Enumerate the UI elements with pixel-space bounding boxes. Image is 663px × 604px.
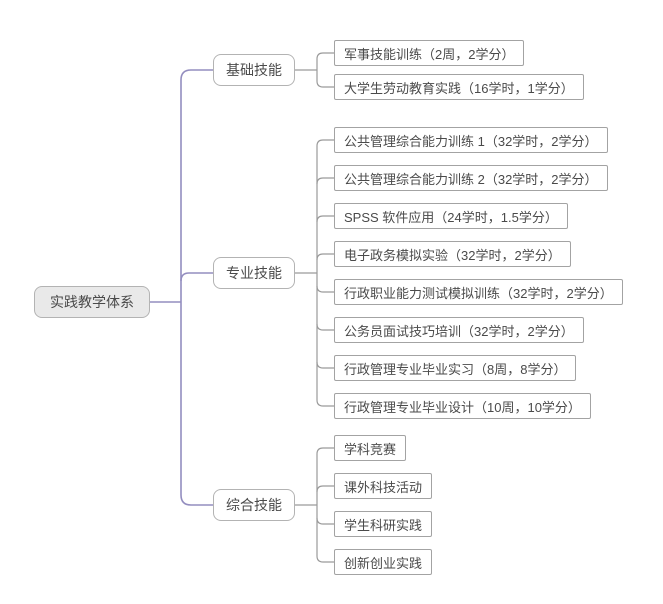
branch2-fan-line [316, 139, 340, 407]
leaf-node[interactable]: 课外科技活动 [334, 473, 433, 499]
trunk-line [180, 69, 222, 506]
branch2-leaf-stub-line [316, 177, 340, 185]
leaf-node[interactable]: 学生科研实践 [334, 511, 433, 537]
branch-node-professional-skills[interactable]: 专业技能 [213, 257, 295, 289]
branch3-leaf-stub-line [316, 485, 340, 493]
leaf-node[interactable]: 公共管理综合能力训练 1（32学时，2学分） [334, 127, 608, 153]
leaf-node[interactable]: 公务员面试技巧培训（32学时，2学分） [334, 317, 584, 343]
leaf-node[interactable]: 行政管理专业毕业实习（8周，8学分） [334, 355, 577, 381]
leaf-node[interactable]: 学科竞赛 [334, 435, 407, 461]
leaf-node[interactable]: SPSS 软件应用（24学时，1.5学分） [334, 203, 568, 229]
leaf-node[interactable]: 公共管理综合能力训练 2（32学时，2学分） [334, 165, 608, 191]
leaf-node[interactable]: 行政职业能力测试模拟训练（32学时，2学分） [334, 279, 623, 305]
leaf-node[interactable]: 大学生劳动教育实践（16学时，1学分） [334, 74, 584, 100]
branch2-leaf-stub-line [316, 285, 340, 293]
branch2-leaf-stub-line [316, 323, 340, 331]
branch2-leaf-stub-line [316, 215, 340, 223]
branch-node-basic-skills[interactable]: 基础技能 [213, 54, 295, 86]
branch3-leaf-stub-line [316, 517, 340, 525]
leaf-node[interactable]: 军事技能训练（2周，2学分） [334, 40, 525, 66]
mindmap-root-node[interactable]: 实践教学体系 [34, 286, 150, 318]
branch2-leaf-stub-line [316, 361, 340, 369]
branch2-leaf-stub-line [316, 253, 340, 261]
branch1-fan-line [316, 52, 340, 88]
branch-node-comprehensive-skills[interactable]: 综合技能 [213, 489, 295, 521]
branch3-fan-line [316, 447, 340, 563]
leaf-node[interactable]: 电子政务模拟实验（32学时，2学分） [334, 241, 571, 267]
leaf-node[interactable]: 行政管理专业毕业设计（10周，10学分） [334, 393, 591, 419]
middle-branch-connector-line [180, 272, 222, 282]
leaf-node[interactable]: 创新创业实践 [334, 549, 433, 575]
